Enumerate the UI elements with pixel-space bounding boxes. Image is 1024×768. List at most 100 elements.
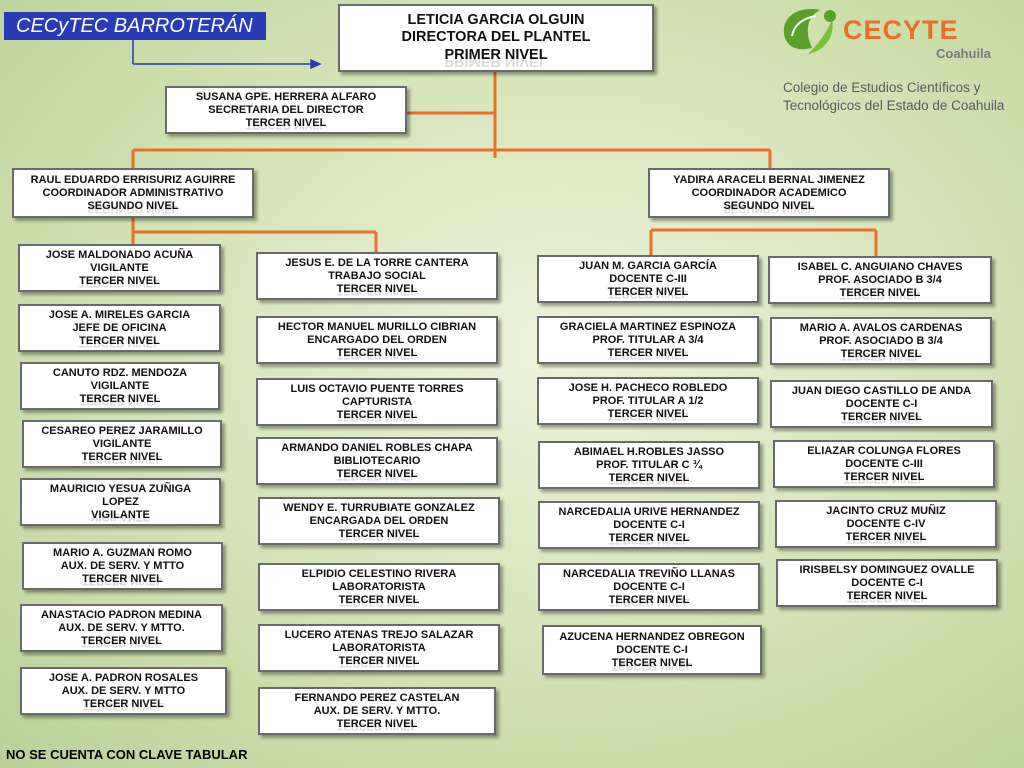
node-name: SUSANA GPE. HERRERA ALFARO (195, 90, 377, 103)
node-level: TERCER NIVEL (338, 527, 420, 540)
node-role: AUX. DE SERV. Y MTTO. (58, 621, 185, 634)
node-level: TERCER NIVEL (336, 408, 418, 421)
node-level: SEGUNDO NIVEL (87, 199, 179, 212)
node-role: PROF. ASOCIADO B 3/4 (819, 334, 943, 347)
cecyte-logo: CECYTE Coahuila Colegio de Estudios Cien… (778, 4, 1010, 116)
node-role: VIGILANTE (90, 261, 149, 274)
node-name: JOSE H. PACHECO ROBLEDO (568, 381, 728, 394)
node-name: LUIS OCTAVIO PUENTE TORRES (290, 382, 464, 395)
node-role: PROF. TITULAR A 3/4 (592, 333, 704, 346)
node-role: VIGILANTE (92, 437, 152, 450)
node-level: TERCER NIVEL (841, 410, 922, 423)
leaf-logo-icon (783, 9, 836, 54)
node-name: ELPIDIO CELESTINO RIVERA (301, 567, 457, 580)
node-level: TERCER NIVEL (245, 116, 327, 129)
node-level: TERCER NIVEL (608, 531, 690, 544)
node-role: VIGILANTE (90, 379, 150, 392)
node-name: WENDY E. TURRUBIATE GONZALEZ (283, 501, 475, 514)
node-name: FERNANDO PEREZ CASTELAN (294, 691, 460, 704)
node-name: MAURICIO YESUA ZUÑIGA (49, 482, 192, 495)
logo-subtitle-line2: Tecnológicos del Estado de Coahuila (783, 98, 1005, 113)
node-name: CESAREO PEREZ JARAMILLO (41, 424, 203, 437)
logo-state: Coahuila (936, 46, 991, 61)
node-level: TERCER NIVEL (336, 346, 418, 359)
node-role: COORDINADOR ADMINISTRATIVO (42, 186, 224, 199)
node-level: TERCER NIVEL (338, 654, 420, 667)
node-role: CAPTURISTA (341, 395, 413, 408)
node-name: NARCEDALIA URIVE HERNANDEZ (558, 505, 740, 518)
node-level: TERCER NIVEL (336, 467, 418, 480)
node-role: DOCENTE C-III (845, 457, 923, 470)
node-level: TERCER NIVEL (843, 470, 925, 483)
node-name: GRACIELA MARTINEZ ESPINOZA (559, 320, 737, 333)
node-name: JACINTO CRUZ MUÑIZ (826, 504, 946, 517)
node-role: DOCENTE C-I (613, 580, 685, 593)
node-level: TERCER NIVEL (83, 697, 164, 710)
node-role: ENCARGADO DEL ORDEN (307, 333, 447, 346)
node-role: DOCENTE C-IV (846, 517, 926, 530)
node-level: TERCER NIVEL (607, 346, 689, 359)
node-level: TERCER NIVEL (608, 593, 690, 606)
logo-subtitle-line1: Colegio de Estudios Científicos y (783, 80, 981, 95)
node-role: AUX. DE SERV. Y MTTO (60, 559, 185, 572)
node-role: ENCARGADA DEL ORDEN (309, 514, 449, 527)
node-name: ABIMAEL H.ROBLES JASSO (573, 445, 725, 458)
node-name: MARIO A. GUZMAN ROMO (53, 546, 192, 559)
node-name: IRISBELSY DOMINGUEZ OVALLE (799, 563, 975, 576)
node-name: ARMANDO DANIEL ROBLES CHAPA (281, 441, 473, 454)
node-role: PROF. TITULAR C ¾ (596, 458, 702, 471)
node-level: TERCER NIVEL (611, 656, 693, 669)
node-role: DOCENTE C-I (851, 576, 923, 589)
node-name: JESUS E. DE LA TORRE CANTERA (285, 256, 469, 269)
node-level: TERCER NIVEL (79, 334, 160, 347)
node-level: TERCER NIVEL (336, 282, 418, 295)
node-name: CANUTO RDZ. MENDOZA (52, 366, 188, 379)
node-name: NARCEDALIA TREVIÑO LLANAS (563, 567, 735, 580)
campus-banner: CECyTEC BARROTERÁN (4, 12, 266, 40)
node-name: LETICIA GARCIA OLGUIN (407, 11, 585, 28)
node-role: DOCENTE C-III (609, 272, 687, 285)
logo-title: CECYTE (843, 15, 959, 45)
node-name: ANASTACIO PADRON MEDINA (41, 608, 202, 621)
node-role: DOCENTE C-I (616, 643, 688, 656)
banner-arrow-head (310, 58, 322, 70)
footer-note: NO SE CUENTA CON CLAVE TABULAR (6, 747, 248, 762)
node-name: JOSE MALDONADO ACUÑA (45, 248, 194, 261)
node-role: COORDINADOR ACADEMICO (691, 186, 847, 199)
node-role: LABORATORISTA (332, 580, 426, 593)
node-level: TERCER NIVEL (338, 593, 420, 606)
node-level: TERCER NIVEL (79, 392, 161, 405)
node-role: DOCENTE C-I (845, 397, 918, 410)
node-name: RAUL EDUARDO ERRISURIZ AGUIRRE (30, 173, 236, 186)
node-level: TERCER NIVEL (840, 347, 922, 360)
node-name: JUAN DIEGO CASTILLO DE ANDA (791, 384, 972, 397)
node-level: TERCER NIVEL (839, 286, 921, 299)
node-name: LUCERO ATENAS TREJO SALAZAR (284, 628, 474, 641)
node-name: JUAN M. GARCIA GARCÍA (579, 259, 717, 272)
node-role: DOCENTE C-I (613, 518, 685, 531)
node-role: PROF. ASOCIADO B 3/4 (818, 273, 942, 286)
node-role: JEFE DE OFICINA (72, 321, 167, 334)
node-level: PRIMER NIVEL (444, 46, 548, 63)
